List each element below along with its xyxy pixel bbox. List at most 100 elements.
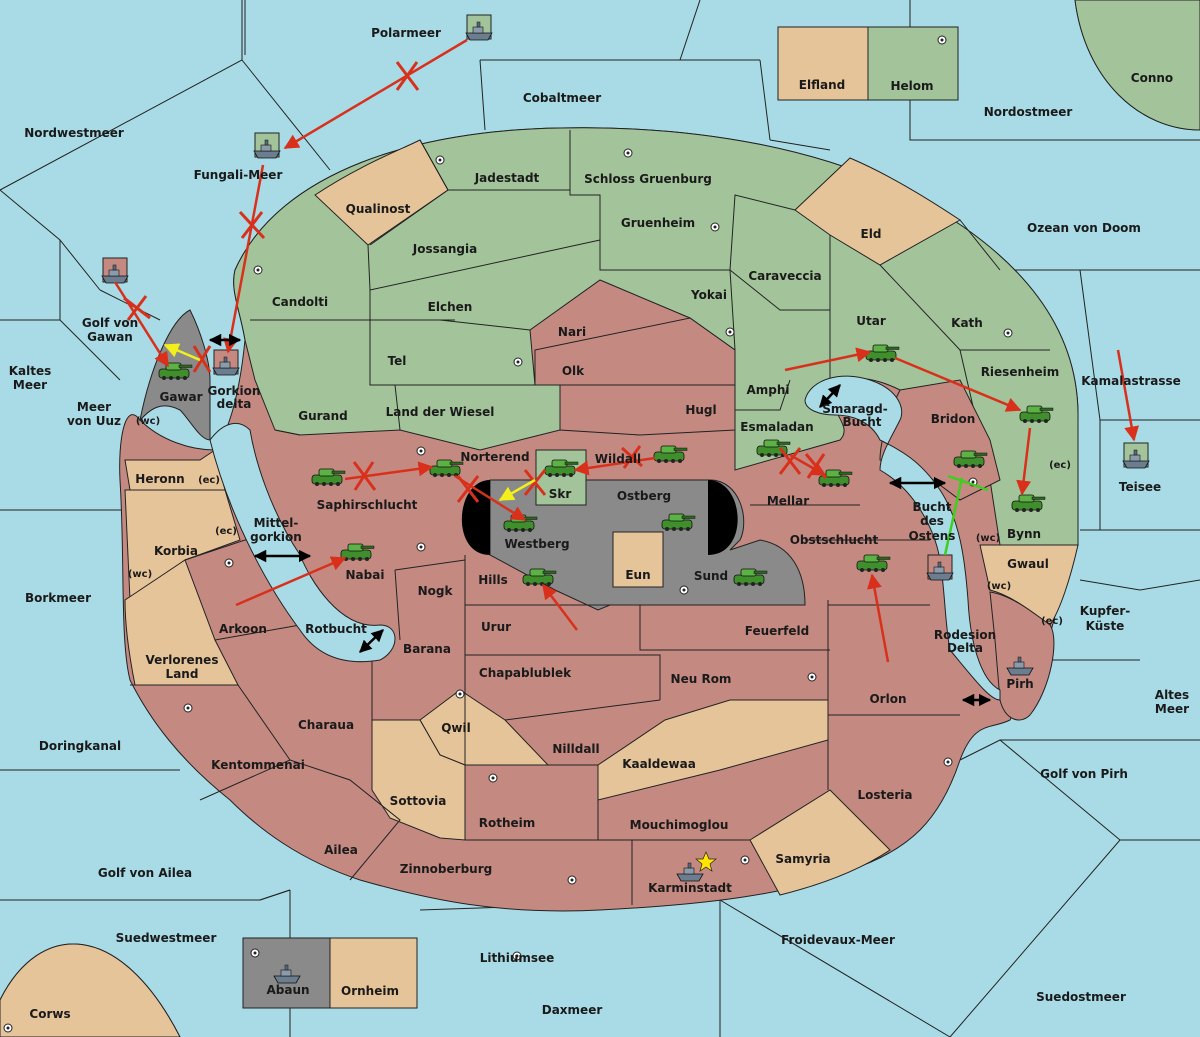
region-corws[interactable] (0, 943, 181, 1037)
region-conno[interactable] (1074, 0, 1200, 131)
label-korbia: Korbia (154, 544, 198, 558)
label-obstschlucht: Obstschlucht (790, 533, 879, 547)
label-ailea: Ailea (324, 843, 358, 857)
label-losteria: Losteria (857, 788, 912, 802)
label-norterend: Norterend (460, 450, 529, 464)
label-kaltes-2: Meer (13, 378, 47, 392)
label-golf-gawan-1: Golf von (82, 316, 138, 330)
label-kaltes-1: Kaltes (9, 364, 52, 378)
label-nilldall: Nilldall (552, 742, 599, 756)
label-eun: Eun (625, 568, 650, 582)
region-samyria[interactable] (749, 789, 891, 896)
label-wildall: Wildall (595, 452, 641, 466)
fleet-icon (102, 258, 128, 283)
label-caraveccia: Caraveccia (748, 269, 821, 283)
label-heronn-ec: (ec) (198, 475, 220, 486)
label-saphir: Saphirschlucht (317, 498, 418, 512)
region-labels: Polarmeer Cobaltmeer Elfland Helom Conno… (9, 26, 1189, 1021)
region-korbia[interactable] (124, 489, 241, 601)
failed-order-marks (123, 61, 828, 503)
region-hugl[interactable] (559, 384, 736, 436)
label-gawar-wc: (wc) (136, 416, 160, 427)
region-skr[interactable] (535, 449, 587, 506)
connection-arrows (208, 333, 992, 707)
label-bucht-3: Ostens (909, 529, 956, 543)
label-teisee: Teisee (1119, 480, 1161, 494)
label-altes-1: Altes (1155, 688, 1189, 702)
label-gawar: Gawar (159, 390, 202, 404)
label-nari: Nari (558, 325, 586, 339)
label-skr: Skr (549, 487, 572, 501)
label-tel: Tel (388, 354, 407, 368)
label-gruenheim: Gruenheim (621, 216, 695, 230)
label-conno: Conno (1131, 71, 1173, 85)
label-kupfer-2: Küste (1086, 619, 1125, 633)
label-gurand: Gurand (298, 409, 348, 423)
label-elchen: Elchen (428, 300, 473, 314)
label-golf-pirh: Golf von Pirh (1040, 767, 1128, 781)
label-land-wiesel: Land der Wiesel (386, 405, 495, 419)
label-meer-uuz-1: Meer (77, 400, 111, 414)
label-rotheim: Rotheim (479, 816, 536, 830)
sea-smaragd-bucht[interactable] (804, 375, 1001, 701)
label-bynn-ec: (ec) (1049, 460, 1071, 471)
label-eld: Eld (861, 227, 882, 241)
capital-star-icon (695, 851, 717, 872)
label-bucht-2: des (920, 514, 944, 528)
label-nabai: Nabai (346, 568, 385, 582)
label-rotbucht: Rotbucht (305, 622, 367, 636)
label-korbia-wc: (wc) (128, 569, 152, 580)
label-gorkion-2: delta (217, 397, 252, 411)
label-elfland: Elfland (799, 78, 845, 92)
label-fungali: Fungali-Meer (194, 168, 283, 182)
label-sund: Sund (694, 569, 728, 583)
label-jadestadt: Jadestadt (474, 171, 540, 185)
label-smaragd-1: Smaragd- (822, 402, 887, 416)
inner-sea-east (708, 480, 738, 555)
region-kaaldewaa[interactable] (597, 699, 829, 801)
label-polarmeer: Polarmeer (371, 26, 441, 40)
label-corws: Corws (29, 1007, 70, 1021)
sea-rotbucht[interactable] (209, 422, 396, 663)
label-riesenheim: Riesenheim (981, 365, 1060, 379)
label-mellar: Mellar (767, 494, 809, 508)
label-heronn: Heronn (135, 472, 184, 486)
label-borkmeer: Borkmeer (25, 591, 91, 605)
label-neu-rom: Neu Rom (671, 672, 732, 686)
label-chapablublek: Chapablublek (479, 666, 572, 680)
label-abaun: Abaun (266, 983, 309, 997)
label-westberg: Westberg (504, 537, 569, 551)
fleet-icon (254, 133, 280, 158)
label-nordwestmeer: Nordwestmeer (24, 126, 124, 140)
label-mittel-1: Mittel- (254, 516, 299, 530)
label-lithiumsee: Lithiumsee (480, 951, 555, 965)
label-rodesion-1: Rodesion (934, 628, 996, 642)
label-feuerfeld: Feuerfeld (745, 624, 810, 638)
label-mittel-2: gorkion (250, 530, 302, 544)
label-jossangia: Jossangia (412, 242, 477, 256)
label-esmaladan: Esmaladan (740, 420, 813, 434)
support-lines (163, 343, 536, 502)
label-doringkanal: Doringkanal (39, 739, 121, 753)
label-charaua: Charaua (298, 718, 354, 732)
region-eun[interactable] (612, 531, 664, 588)
label-kamalastrasse: Kamalastrasse (1081, 374, 1181, 388)
region-ornheim[interactable] (329, 937, 418, 1009)
region-pirh[interactable] (989, 591, 1055, 721)
label-nordostmeer: Nordostmeer (984, 105, 1073, 119)
label-karminstadt: Karminstadt (648, 881, 732, 895)
label-meer-uuz-2: von Uuz (67, 414, 121, 428)
label-froidevaux: Froidevaux-Meer (781, 933, 895, 947)
label-pirh-ec: (ec) (1041, 616, 1063, 627)
region-elfland[interactable] (777, 26, 869, 101)
label-golf-gawan-2: Gawan (87, 330, 133, 344)
label-candolti: Candolti (272, 295, 328, 309)
label-suedostmeer: Suedostmeer (1036, 990, 1126, 1004)
label-kaaldewaa: Kaaldewaa (622, 757, 696, 771)
region-verlorenes[interactable] (124, 559, 239, 686)
label-ozean: Ozean von Doom (1027, 221, 1141, 235)
label-yokai: Yokai (690, 288, 727, 302)
label-ostberg: Ostberg (617, 489, 671, 503)
fleet-icon (466, 15, 492, 40)
